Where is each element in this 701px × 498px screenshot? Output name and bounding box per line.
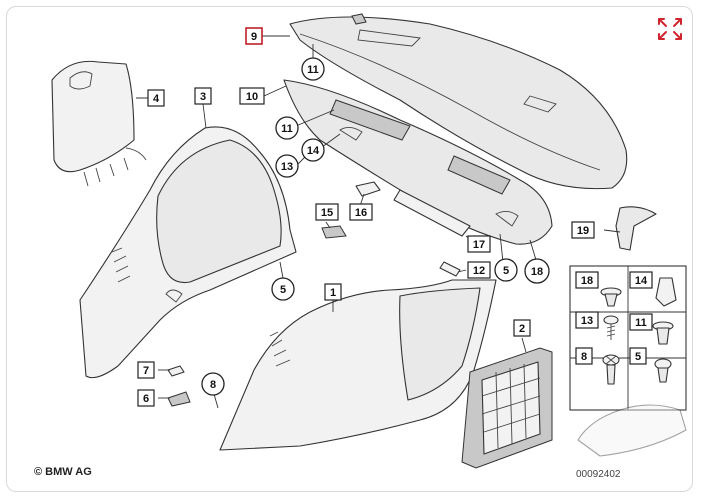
part-2-grid-panel: [461, 347, 553, 469]
fastener-label-5[interactable]: 5: [629, 347, 647, 365]
fastener-label-14-text: 14: [635, 275, 648, 287]
callout-15-text: 15: [321, 207, 333, 219]
callout-3[interactable]: 3: [194, 87, 212, 105]
callout-2-text: 2: [519, 323, 525, 335]
callout-19-text: 19: [577, 225, 589, 237]
callout-12[interactable]: 12: [467, 261, 491, 279]
callout-17[interactable]: 17: [467, 235, 491, 253]
callout-2[interactable]: 2: [513, 319, 531, 337]
part-3-side-trim: [79, 126, 297, 379]
callout-6[interactable]: 6: [137, 389, 155, 407]
part-15-clip: [321, 225, 347, 239]
callout-15[interactable]: 15: [315, 203, 339, 221]
fastener-label-11-text: 11: [635, 317, 647, 329]
callout-5-left-text: 5: [280, 284, 286, 296]
part-7-plug: [167, 365, 185, 377]
callout-18[interactable]: 18: [524, 258, 550, 284]
callout-14-text: 14: [307, 145, 320, 157]
callout-16-text: 16: [355, 207, 367, 219]
fastener-label-8-text: 8: [581, 351, 587, 363]
fastener-label-5-text: 5: [635, 351, 641, 363]
part-10-shelf-panel: [283, 79, 553, 245]
callout-13-text: 13: [281, 161, 293, 173]
part-9-parcel-shelf: [289, 13, 628, 190]
callout-14[interactable]: 14: [301, 138, 325, 162]
callout-10[interactable]: 10: [239, 87, 265, 105]
fastener-label-8[interactable]: 8: [575, 347, 593, 365]
callout-11-mid[interactable]: 11: [275, 116, 299, 140]
callout-10-text: 10: [246, 91, 258, 103]
expand-arrows-icon[interactable]: [656, 16, 684, 42]
callout-4[interactable]: 4: [147, 89, 165, 107]
fastener-label-14[interactable]: 14: [629, 271, 653, 289]
callout-6-text: 6: [143, 393, 149, 405]
part-19-bracket: [615, 206, 657, 251]
callout-12-text: 12: [473, 265, 485, 277]
callout-7[interactable]: 7: [137, 361, 155, 379]
part-12-cap: [439, 261, 461, 277]
callout-1[interactable]: 1: [324, 283, 342, 301]
part-1-luggage-trim: [219, 279, 497, 451]
callout-4-text: 4: [153, 93, 160, 105]
fastener-label-18-text: 18: [581, 275, 593, 287]
callout-1-text: 1: [330, 287, 336, 299]
fastener-label-18[interactable]: 18: [575, 271, 599, 289]
fastener-table: [569, 265, 687, 457]
callout-13[interactable]: 13: [275, 154, 299, 178]
small-clips: [167, 181, 461, 407]
callout-7-text: 7: [143, 365, 149, 377]
callout-19[interactable]: 19: [571, 221, 595, 239]
part-6-hook: [167, 391, 191, 407]
callout-8[interactable]: 8: [201, 372, 225, 396]
callout-16[interactable]: 16: [349, 203, 373, 221]
diagram-reference-number: 00092402: [576, 469, 621, 480]
part-4-trim-panel: [51, 60, 147, 187]
callout-5-left[interactable]: 5: [271, 277, 295, 301]
callout-5-mid-text: 5: [503, 265, 509, 277]
fastener-label-11[interactable]: 11: [629, 313, 653, 331]
callout-17-text: 17: [473, 239, 485, 251]
callout-8-text: 8: [210, 379, 216, 391]
car-silhouette-icon: [577, 404, 687, 457]
part-16-cover: [355, 181, 381, 197]
callout-18-text: 18: [531, 266, 543, 278]
callout-5-mid[interactable]: 5: [494, 258, 518, 282]
copyright-notice: © BMW AG: [34, 466, 92, 478]
callout-3-text: 3: [200, 91, 206, 103]
callout-9[interactable]: 9: [245, 27, 263, 45]
callout-9-text: 9: [251, 31, 257, 43]
fastener-label-13-text: 13: [581, 315, 593, 327]
callout-11-top[interactable]: 11: [301, 57, 325, 81]
callout-11-top-text: 11: [307, 64, 319, 76]
callout-11-mid-text: 11: [281, 123, 293, 135]
fastener-label-13[interactable]: 13: [575, 311, 599, 329]
